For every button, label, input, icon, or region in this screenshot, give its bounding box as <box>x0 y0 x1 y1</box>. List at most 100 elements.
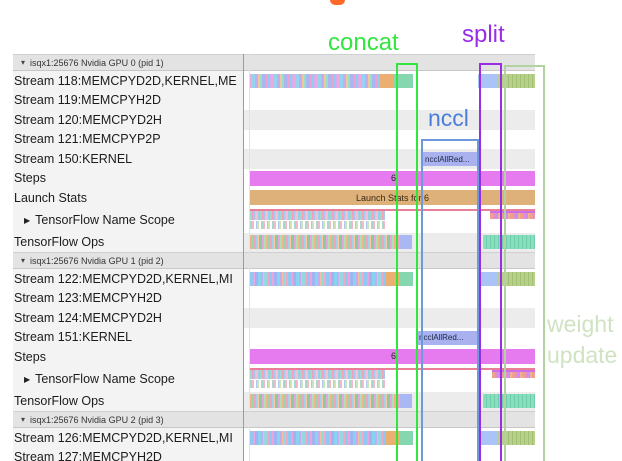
collapse-triangle-icon[interactable]: ▾ <box>21 58 26 67</box>
row-stream-119: Stream 119:MEMCPYH2D <box>13 90 535 110</box>
stream-124-label[interactable]: Stream 124:MEMCPYD2H <box>13 308 243 328</box>
stream-120-label[interactable]: Stream 120:MEMCPYD2H <box>13 110 243 130</box>
tf-name-scope-gpu1-label-text: TensorFlow Name Scope <box>35 372 175 386</box>
stream-124-timeline <box>243 308 535 328</box>
row-tf-name-scope-gpu1: ▶ TensorFlow Name Scope <box>13 366 535 392</box>
steps-gpu1-label[interactable]: Steps <box>13 347 243 367</box>
tf-name-scope-gpu0-seg-ns1[interactable] <box>490 210 535 219</box>
stream-151-label[interactable]: Stream 151:KERNEL <box>13 327 243 347</box>
concat-annotation-label: concat <box>328 29 399 56</box>
tf-ops-gpu1-label-text: TensorFlow Ops <box>14 394 105 409</box>
tf-ops-gpu0-seg-stripes-ops[interactable] <box>250 235 400 249</box>
stream-123-label-text: Stream 123:MEMCPYH2D <box>14 291 162 306</box>
trace-rows: ▾isqx1:25676 Nvidia GPU 0 (pid 1)Stream … <box>13 54 535 461</box>
expand-arrow-icon[interactable]: ▶ <box>24 374 31 384</box>
steps-gpu1-seg-bar-steps[interactable] <box>250 349 535 364</box>
weight-update-line1: weight <box>547 311 614 337</box>
tf-name-scope-gpu0-seg-ns-line[interactable] <box>250 209 535 211</box>
stream-150-label[interactable]: Stream 150:KERNEL <box>13 149 243 169</box>
stream-122-seg-solid-teal[interactable] <box>400 271 413 286</box>
stream-127-label[interactable]: Stream 127:MEMCPYH2D <box>13 447 243 461</box>
stream-118-timeline <box>243 71 535 91</box>
row-stream-151: Stream 151:KERNEL ncclAllRed... <box>13 327 535 347</box>
stream-121-label-text: Stream 121:MEMCPYP2P <box>14 132 161 147</box>
stream-122-seg-solid-blue[interactable] <box>478 271 497 286</box>
row-stream-126: Stream 126:MEMCPYD2D,KERNEL,MI <box>13 428 535 448</box>
launch-stats-gpu0-seg-bar-launch[interactable]: Launch Stats for 6 <box>250 190 535 205</box>
row-steps-gpu0: Steps 6 <box>13 168 535 188</box>
collapse-triangle-icon[interactable]: ▾ <box>21 415 26 424</box>
tf-ops-gpu0-label[interactable]: TensorFlow Ops <box>13 232 243 252</box>
steps-gpu1-timeline: 6 <box>243 347 535 367</box>
stream-124-label-text: Stream 124:MEMCPYD2H <box>14 310 162 325</box>
stream-122-label-text: Stream 122:MEMCPYD2D,KERNEL,MI <box>14 271 233 286</box>
stream-121-label[interactable]: Stream 121:MEMCPYP2P <box>13 129 243 149</box>
tf-ops-gpu1-seg-teal-striped[interactable] <box>483 394 535 408</box>
stream-126-timeline <box>243 428 535 448</box>
tf-name-scope-gpu1-label[interactable]: ▶ TensorFlow Name Scope <box>13 366 243 392</box>
row-tf-name-scope-gpu0: ▶TensorFlow Name Scope <box>13 207 535 233</box>
row-stream-124: Stream 124:MEMCPYD2H <box>13 308 535 328</box>
stream-119-label[interactable]: Stream 119:MEMCPYH2D <box>13 90 243 110</box>
tf-name-scope-gpu0-label[interactable]: ▶TensorFlow Name Scope <box>13 207 243 233</box>
row-stream-127: Stream 127:MEMCPYH2D <box>13 447 535 461</box>
tf-ops-gpu1-seg-solid-blue2[interactable] <box>400 394 412 408</box>
launch-stats-gpu0-label[interactable]: Launch Stats <box>13 188 243 208</box>
timeline-gridline <box>249 54 250 461</box>
stream-122-seg-stripes-b[interactable] <box>250 271 385 286</box>
stream-122-seg-green-striped[interactable] <box>497 271 535 286</box>
steps-gpu1-seg-steps-num[interactable]: 6 <box>390 351 396 361</box>
stream-151-label-text: Stream 151:KERNEL <box>14 330 133 345</box>
stream-126-seg-stripes-b[interactable] <box>250 430 385 445</box>
stream-126-seg-green-striped[interactable] <box>497 430 535 445</box>
tf-ops-gpu0-seg-teal-striped[interactable] <box>483 235 535 249</box>
stream-126-seg-solid-orange[interactable] <box>385 430 400 445</box>
collapse-triangle-icon[interactable]: ▾ <box>21 256 26 265</box>
stream-126-seg-solid-teal[interactable] <box>400 430 413 445</box>
expand-arrow-icon[interactable]: ▶ <box>24 215 31 225</box>
row-stream-150: Stream 150:KERNEL ncclAllRed... <box>13 149 535 169</box>
row-stream-122: Stream 122:MEMCPYD2D,KERNEL,MI <box>13 269 535 289</box>
stream-118-seg-green-striped[interactable] <box>497 73 535 88</box>
tf-name-scope-gpu1-seg-ns-line[interactable] <box>250 368 535 370</box>
tf-name-scope-gpu1-seg-ns2[interactable] <box>250 379 385 388</box>
stream-122-label[interactable]: Stream 122:MEMCPYD2D,KERNEL,MI <box>13 269 243 289</box>
stream-123-label[interactable]: Stream 123:MEMCPYH2D <box>13 288 243 308</box>
tf-ops-gpu0-seg-solid-blue2[interactable] <box>400 235 412 249</box>
tf-name-scope-gpu0-seg-ns1[interactable] <box>250 210 385 220</box>
tf-ops-gpu0-timeline <box>243 232 535 252</box>
tf-ops-gpu1-seg-stripes-ops[interactable] <box>250 394 400 408</box>
steps-gpu0-seg-steps-num[interactable]: 6 <box>390 172 396 183</box>
gpu2-header-label: isqx1:25676 Nvidia GPU 2 (pid 3) <box>30 414 164 425</box>
stream-118-seg-solid-blue[interactable] <box>478 73 497 88</box>
gpu2-header: ▾ isqx1:25676 Nvidia GPU 2 (pid 3) <box>13 411 535 428</box>
stream-150-seg-bar-nccl[interactable]: ncclAllRed... <box>422 152 477 166</box>
steps-gpu0-seg-bar-steps[interactable] <box>250 170 535 186</box>
sidebar-divider <box>243 54 244 461</box>
launch-stats-gpu0-timeline: Launch Stats for 6 <box>243 188 535 208</box>
row-tf-ops-gpu1: TensorFlow Ops <box>13 391 535 411</box>
stream-126-seg-solid-blue[interactable] <box>478 430 497 445</box>
stream-127-timeline <box>243 447 535 461</box>
tf-name-scope-gpu0-seg-ns2[interactable] <box>250 220 385 229</box>
stream-118-label[interactable]: Stream 118:MEMCPYD2D,KERNEL,ME <box>13 71 243 91</box>
stream-118-label-text: Stream 118:MEMCPYD2D,KERNEL,ME <box>14 73 237 88</box>
tf-name-scope-gpu0-timeline <box>243 207 535 233</box>
stream-118-seg-stripes-a[interactable] <box>250 73 380 88</box>
stream-126-label[interactable]: Stream 126:MEMCPYD2D,KERNEL,MI <box>13 428 243 448</box>
tf-name-scope-gpu1-seg-ns1[interactable] <box>492 369 535 378</box>
stream-151-seg-bar-nccl[interactable]: ncclAllRed... <box>416 330 479 345</box>
gpu1-header: ▾isqx1:25676 Nvidia GPU 1 (pid 2) <box>13 252 535 269</box>
tf-ops-gpu1-label[interactable]: TensorFlow Ops <box>13 391 243 411</box>
steps-gpu0-label[interactable]: Steps <box>13 168 243 188</box>
steps-gpu1-label-text: Steps <box>14 349 46 364</box>
tf-name-scope-gpu1-seg-ns1[interactable] <box>250 369 385 379</box>
row-launch-stats-gpu0: Launch Stats Launch Stats for 6 <box>13 188 535 208</box>
stream-118-seg-solid-orange[interactable] <box>380 73 394 88</box>
steps-gpu0-timeline: 6 <box>243 168 535 188</box>
stream-122-seg-solid-orange[interactable] <box>385 271 400 286</box>
row-stream-120: Stream 120:MEMCPYD2H <box>13 110 535 130</box>
stream-118-seg-solid-teal[interactable] <box>394 73 413 88</box>
stream-119-label-text: Stream 119:MEMCPYH2D <box>14 93 162 108</box>
